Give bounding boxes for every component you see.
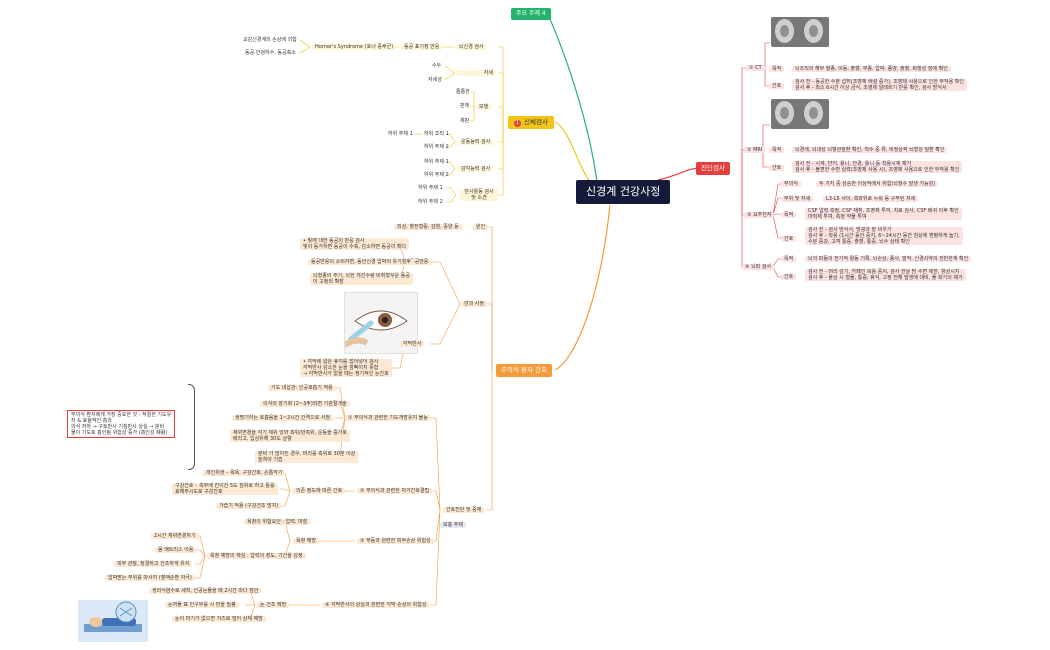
branch-physical-exam-label: 신체검사 [524, 118, 548, 126]
branch-unconscious-care[interactable]: 무의식 환자 간호 [496, 364, 552, 377]
unc-cornea-damage[interactable]: ④ 각막반사의 상실과 관련한 각막 손상의 위험성 [322, 602, 430, 608]
exam-reflex[interactable]: 반사활동 검사 및 소견 [460, 189, 498, 201]
exam-sensory-sub[interactable]: 하위 주제 2 [424, 172, 449, 178]
diag-eeg[interactable]: ④ 뇌파 검사 [742, 264, 775, 270]
diag-lumbar-puncture[interactable]: ③ 요추천자 [744, 212, 775, 218]
lumbar-item-text[interactable]: 두 가지 중 상승한 이상적에서 위험(뇌헐수 발생 가능성) [816, 181, 939, 187]
mri-brain-image [771, 99, 829, 129]
unc-pupil-item[interactable]: 동공반응이 소비자면, 동안신경 압박의 유기징후 [308, 259, 414, 265]
lumbar-item-label[interactable]: 간호 [781, 236, 797, 242]
exam-motor-sub-sub[interactable]: 하위 주제 1 [388, 131, 413, 137]
unc-skin-item[interactable]: 압박받는 부위를 마사지 (혈액순환 자극) [105, 575, 195, 581]
exam-posture-item[interactable]: 수두 [432, 63, 442, 69]
exam-gait[interactable]: 보행 [476, 104, 492, 110]
unc-dry-eye-item[interactable]: 눈꺼풀 표 인구부를 시 만을 밀봉 [165, 602, 239, 608]
ct-purpose-label[interactable]: 목적 [769, 66, 785, 72]
eye-drop-illustration [343, 292, 418, 354]
mri-purpose[interactable]: 뇌경색, 뇌내성 뇌혈관질환 확인, 척수 중 류, 비정상적 뇌형성 질환 확… [792, 147, 948, 153]
exam-motor-sub[interactable]: 하위 주제 2 [424, 144, 449, 150]
mri-purpose-label[interactable]: 목적 [769, 147, 785, 153]
patient-bed-icon [84, 601, 142, 632]
unc-add-topic[interactable]: 보충 주제 [440, 522, 466, 528]
unc-airway-item[interactable]: 의식의 장기화 (2~3주)되면 기관절개술 [260, 401, 350, 407]
unc-skin-item[interactable]: 피부 관찰, 청결하고 건조하게 유지 [114, 561, 193, 567]
unc-airway-item[interactable]: 기도 내삽관: 인공호흡기 적용 [268, 385, 336, 391]
unc-dry-eye[interactable]: 눈 건조 예방 [257, 602, 290, 608]
lumbar-item-text[interactable]: L3-L5 사이, 측와위로 누워 등 구부린 자세 [823, 196, 919, 202]
exam-gait-item[interactable]: 제판 [460, 118, 470, 124]
exam-gait-item[interactable]: 판체 [460, 103, 470, 109]
unc-corneal-reflex[interactable]: 각막반사 [400, 341, 425, 347]
lumbar-item-label[interactable]: 부위 및 자세 [781, 196, 814, 202]
eeg-care-label[interactable]: 간호 [781, 274, 797, 280]
eeg-care[interactable]: 검사 전 - 머리 감기, 카페인 복용 중지, 검사 전날 밤 수면 제한, … [805, 269, 966, 281]
exam-pupil-reaction[interactable]: 동공 표기정 반응 [401, 44, 443, 50]
eye-icon [343, 310, 408, 348]
lumbar-item-text[interactable]: 검사 전 - 검사 방식서, 방광과 장 비우기 검사 후 - 착용 (1시간 … [805, 227, 963, 245]
unc-skin[interactable]: ③ 부동과 관련한 피부손상 위험성 [357, 538, 434, 544]
exam-horner-detail[interactable]: 교감신경계의 손상에 의함 [243, 37, 297, 43]
exam-sensory[interactable]: 감각능력 검사 [458, 166, 494, 172]
unc-airway-item[interactable]: 체위변경을 각기 체위 앙와 측위/반측위, 운동을 증가호 배리고, 입상위해… [230, 430, 351, 442]
unc-dry-eye-item[interactable]: 생리식염수로 세척, 인공눈물을 매 2시간 마다 점안 [149, 588, 262, 594]
unc-nursing-diagnosis[interactable]: 간호진단 및 중재 [443, 507, 485, 513]
unc-skin-item[interactable]: 2시간 체위변경하기 [151, 533, 199, 539]
branch-diagnostic-tests[interactable]: 진단검사 [696, 162, 730, 175]
unc-pupil-item[interactable]: 뇌형종의 주기, 뇌헌 개선수량 비취형꾸운 동공 이 고정되 확장 [310, 273, 413, 285]
unc-self-care-item[interactable]: 가습기 적용 (구강건조 방지) [216, 503, 282, 509]
branch-main-topic-4[interactable]: 주요 주제 4 [511, 8, 551, 20]
unc-dry-eye-item[interactable]: 눈이 마기가 없으면 거즈로 덮어 상체 예방 [172, 616, 266, 622]
ct-care-label[interactable]: 간호 [769, 83, 785, 89]
exam-motor-sub[interactable]: 하위 조직 1 [424, 131, 449, 137]
central-topic[interactable]: 신경계 건강사정 [576, 180, 671, 204]
exam-sensory-sub[interactable]: 하위 주제 1 [424, 159, 449, 165]
unc-self-care-item[interactable]: 개인위생 – 목욕, 구강간호, 손톱깍기 [203, 470, 286, 476]
eeg-purpose[interactable]: 뇌의 파동의 전기적 활동 기록, 뇌손상, 종사, 발작, 신경쇠약의 전반한… [805, 256, 972, 262]
diag-mri[interactable]: ② MRI [744, 147, 766, 153]
unc-pupil-item[interactable]: • 빛에 대한 동공의 반응 검사 빛이 동가하면 동공이 수축, 감소하면 동… [300, 238, 410, 250]
unc-pupil-reaction[interactable]: 동공반응 [407, 259, 432, 265]
unc-airway-item[interactable]: 분비 가 많아진 경우, 머리를 측위로 30분 이상 높혀야 기습 [255, 451, 359, 463]
unc-self-care-sub[interactable]: 의존 정도에 따른 간호 [293, 488, 346, 494]
mri-care-label[interactable]: 간호 [769, 165, 785, 171]
unc-skin-sub[interactable]: 욕창 예방 [293, 538, 319, 544]
lumbar-item-label[interactable]: 무의식 [781, 181, 801, 187]
unc-airway-note[interactable]: 무의식 환자에게 가장 중요한 것 : 적절한 기도유 지 & 효율적인 흡과 … [67, 410, 176, 438]
unc-skin-core[interactable]: 욕창 예방의 핵심 : 압력의 정도, 기간을 감정 [207, 553, 306, 559]
exam-reflex-sub[interactable]: 하위 주제 2 [418, 199, 443, 205]
mri-care[interactable]: 검사 전 - 시계, 반지, 틀니, 안경, 틀니 등 착용시계 제거 검사 후… [792, 161, 963, 173]
unc-airway-item[interactable]: 생명기하는 호흡음을 1~2시간 간격으로 사정 [232, 415, 334, 421]
unc-self-care-item[interactable]: 구강간호 – 측부에 킨이건 5도 침위로 하고 틀를 효해주시도로 구강간호 [172, 483, 278, 495]
exam-horners-syndrome[interactable]: Horner's Syndrome (호너 증후군) [312, 44, 397, 50]
diag-ct[interactable]: ① CT [746, 65, 765, 71]
unc-eye-assessment[interactable]: 안과 사정 [461, 301, 487, 307]
exam-posture[interactable]: 자세 [456, 70, 496, 76]
eeg-purpose-label[interactable]: 목적 [781, 256, 797, 262]
unc-cause-label[interactable]: 원인 [473, 224, 489, 230]
exam-cranial-nerve[interactable]: 뇌신경 검사 [456, 44, 487, 50]
exam-motor[interactable]: 운동능력 검사 [458, 139, 494, 145]
unc-airway[interactable]: ① 무의식과 관련한 기도개방유지 불능 [345, 415, 431, 421]
exam-horner-detail[interactable]: 동공·안검하수, 동공축소 [245, 50, 296, 56]
ct-care[interactable]: 검사 전 - 동공한 수분 섭취(조영제 배설 증가), 조영제 사용으로 인한… [792, 79, 967, 91]
lumbar-item-text[interactable]: CSF 압력 측정, CSF 채취, 조영제 투여, 치료 검사, CSF 배귀… [805, 208, 962, 220]
exam-posture-item[interactable]: 자세성 [428, 77, 442, 83]
unc-cornea-item[interactable]: • 각막에 얇은 휴지를 접어넣어 검사 각막반사 감소한 눈을 깜빡이지 못함… [300, 359, 392, 377]
unc-skin-item[interactable]: 몸 매트리스 이용 [155, 547, 197, 553]
priority-icon: 1 [514, 120, 521, 127]
note-brace [188, 384, 195, 470]
exam-gait-item[interactable]: 톱톱한 [456, 89, 470, 95]
patient-illustration [78, 600, 148, 642]
unc-self-care[interactable]: ② 무의식과 관련한 자가간호결핍 [357, 488, 433, 494]
ct-brain-image [771, 17, 829, 47]
lumbar-item-label[interactable]: 목적 [781, 212, 797, 218]
unc-cause[interactable]: 외상, 혈전형증, 감염, 중양 등 [394, 224, 462, 230]
ct-purpose[interactable]: 뇌조직의 해부 혈종, 이동, 출혈, 부종, 압박, 종양, 출혈, 퇴행성 … [792, 66, 951, 72]
unc-skin-top[interactable]: 욕창의 위험요인 : 압력, 마찰 [244, 519, 311, 525]
exam-reflex-sub[interactable]: 하위 주제 1 [418, 185, 443, 191]
